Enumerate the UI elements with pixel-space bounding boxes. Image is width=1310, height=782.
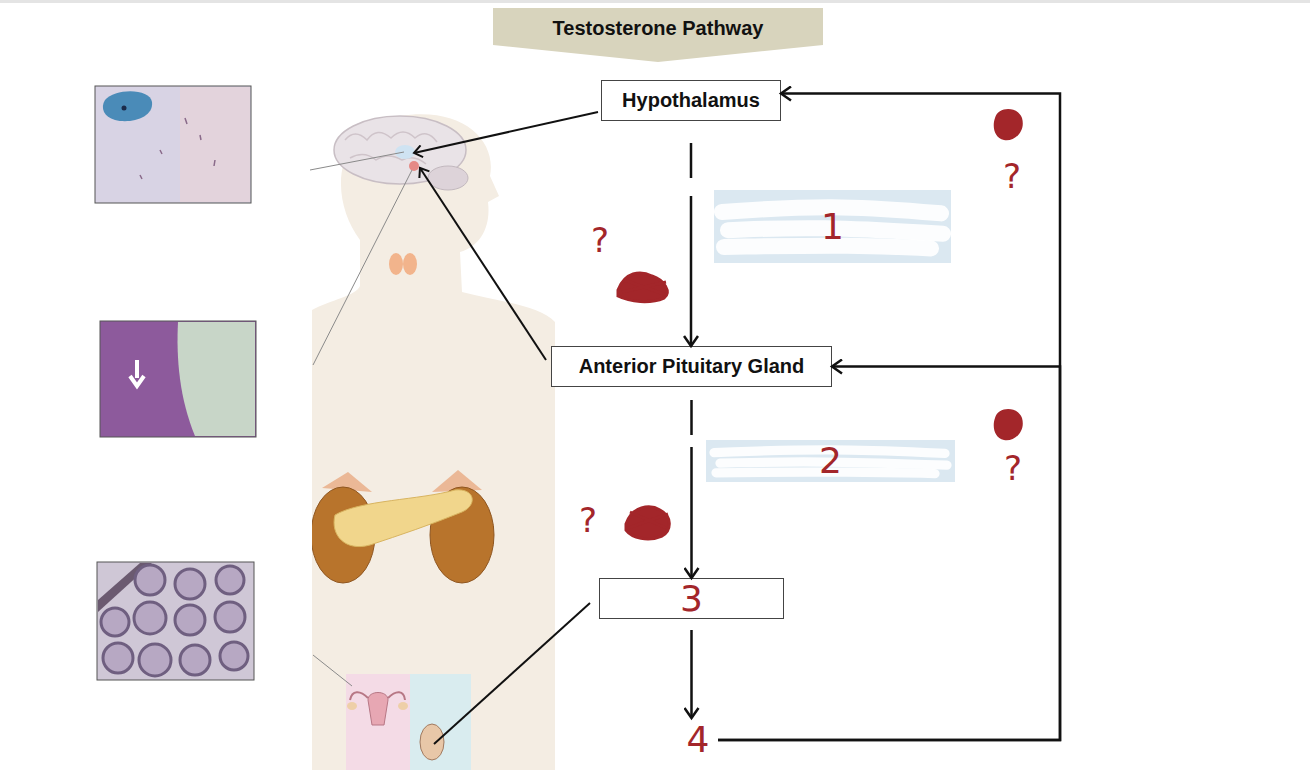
fallopian-tube [350, 692, 405, 700]
tubule [139, 644, 171, 676]
question-mark: ? [1003, 159, 1021, 193]
product-answer: 4 [678, 718, 718, 762]
diagram-title: Testosterone Pathway [493, 8, 823, 48]
ovary [347, 702, 357, 710]
cerebellum [428, 166, 468, 190]
red-blot [994, 409, 1023, 440]
answer-number: 2 [819, 443, 842, 479]
tubule [216, 566, 244, 594]
question-mark: ? [579, 503, 597, 537]
pancreas [334, 490, 472, 547]
micrograph [100, 321, 256, 437]
red-blot [994, 109, 1023, 140]
node-label: Hypothalamus [622, 89, 760, 112]
uterus [368, 693, 388, 726]
leader-line [313, 170, 412, 365]
male-panel [410, 674, 471, 770]
question-mark: ? [591, 223, 609, 257]
seminiferous-tubules [101, 565, 248, 676]
brain-folds [345, 132, 437, 164]
answer-box: 1 [714, 190, 951, 263]
flow-arrow [690, 121, 693, 346]
leader-line [313, 655, 352, 686]
female-panel [346, 674, 410, 770]
micrograph [97, 562, 254, 680]
answer-number: 3 [680, 581, 703, 617]
micrograph-tissue [180, 87, 250, 202]
title-banner [493, 8, 823, 62]
node-label: Anterior Pituitary Gland [579, 355, 805, 378]
tubule [135, 565, 165, 595]
testis [420, 724, 444, 760]
answer-number: 4 [687, 722, 710, 758]
whiteout-streak [724, 246, 931, 249]
body-silhouette [312, 114, 555, 770]
tubule [175, 569, 205, 599]
answer-number: 1 [821, 209, 844, 245]
tubule [180, 645, 210, 675]
feedback-arrow [718, 367, 1060, 741]
micrograph [95, 86, 251, 203]
micrograph-nucleus [122, 106, 127, 111]
answer-box: 2 [706, 440, 955, 482]
tubule [101, 608, 129, 636]
leader-line [310, 152, 404, 170]
pointer-arrow [414, 112, 598, 153]
tubule [134, 602, 166, 634]
top-rule [0, 0, 1310, 3]
gland-box: 3 [599, 578, 784, 619]
white-pointer-arrow [130, 360, 144, 386]
hypothalamus-box: Hypothalamus [601, 80, 781, 121]
tubule [103, 643, 133, 673]
micrograph-speckles [140, 118, 215, 179]
body-illustration [312, 114, 555, 770]
pointer-line [434, 603, 590, 744]
tubule [220, 642, 248, 670]
flow-arrow [690, 387, 693, 578]
tubule [175, 605, 205, 635]
tubule [215, 602, 245, 632]
question-mark: ? [1004, 451, 1022, 485]
micrograph-cell [103, 91, 152, 121]
flow-arrow [690, 619, 693, 718]
pointer-arrow [420, 168, 546, 360]
micrograph-tissue [178, 322, 255, 436]
hypothalamus-spot [395, 145, 415, 159]
pituitary-box: Anterior Pituitary Gland [551, 346, 832, 387]
pituitary-spot [409, 161, 419, 171]
red-scribble [618, 273, 667, 302]
thyroid-lobe [403, 253, 417, 275]
red-scribble [626, 507, 669, 539]
ovary [398, 702, 408, 710]
thyroid-lobe [389, 253, 403, 275]
